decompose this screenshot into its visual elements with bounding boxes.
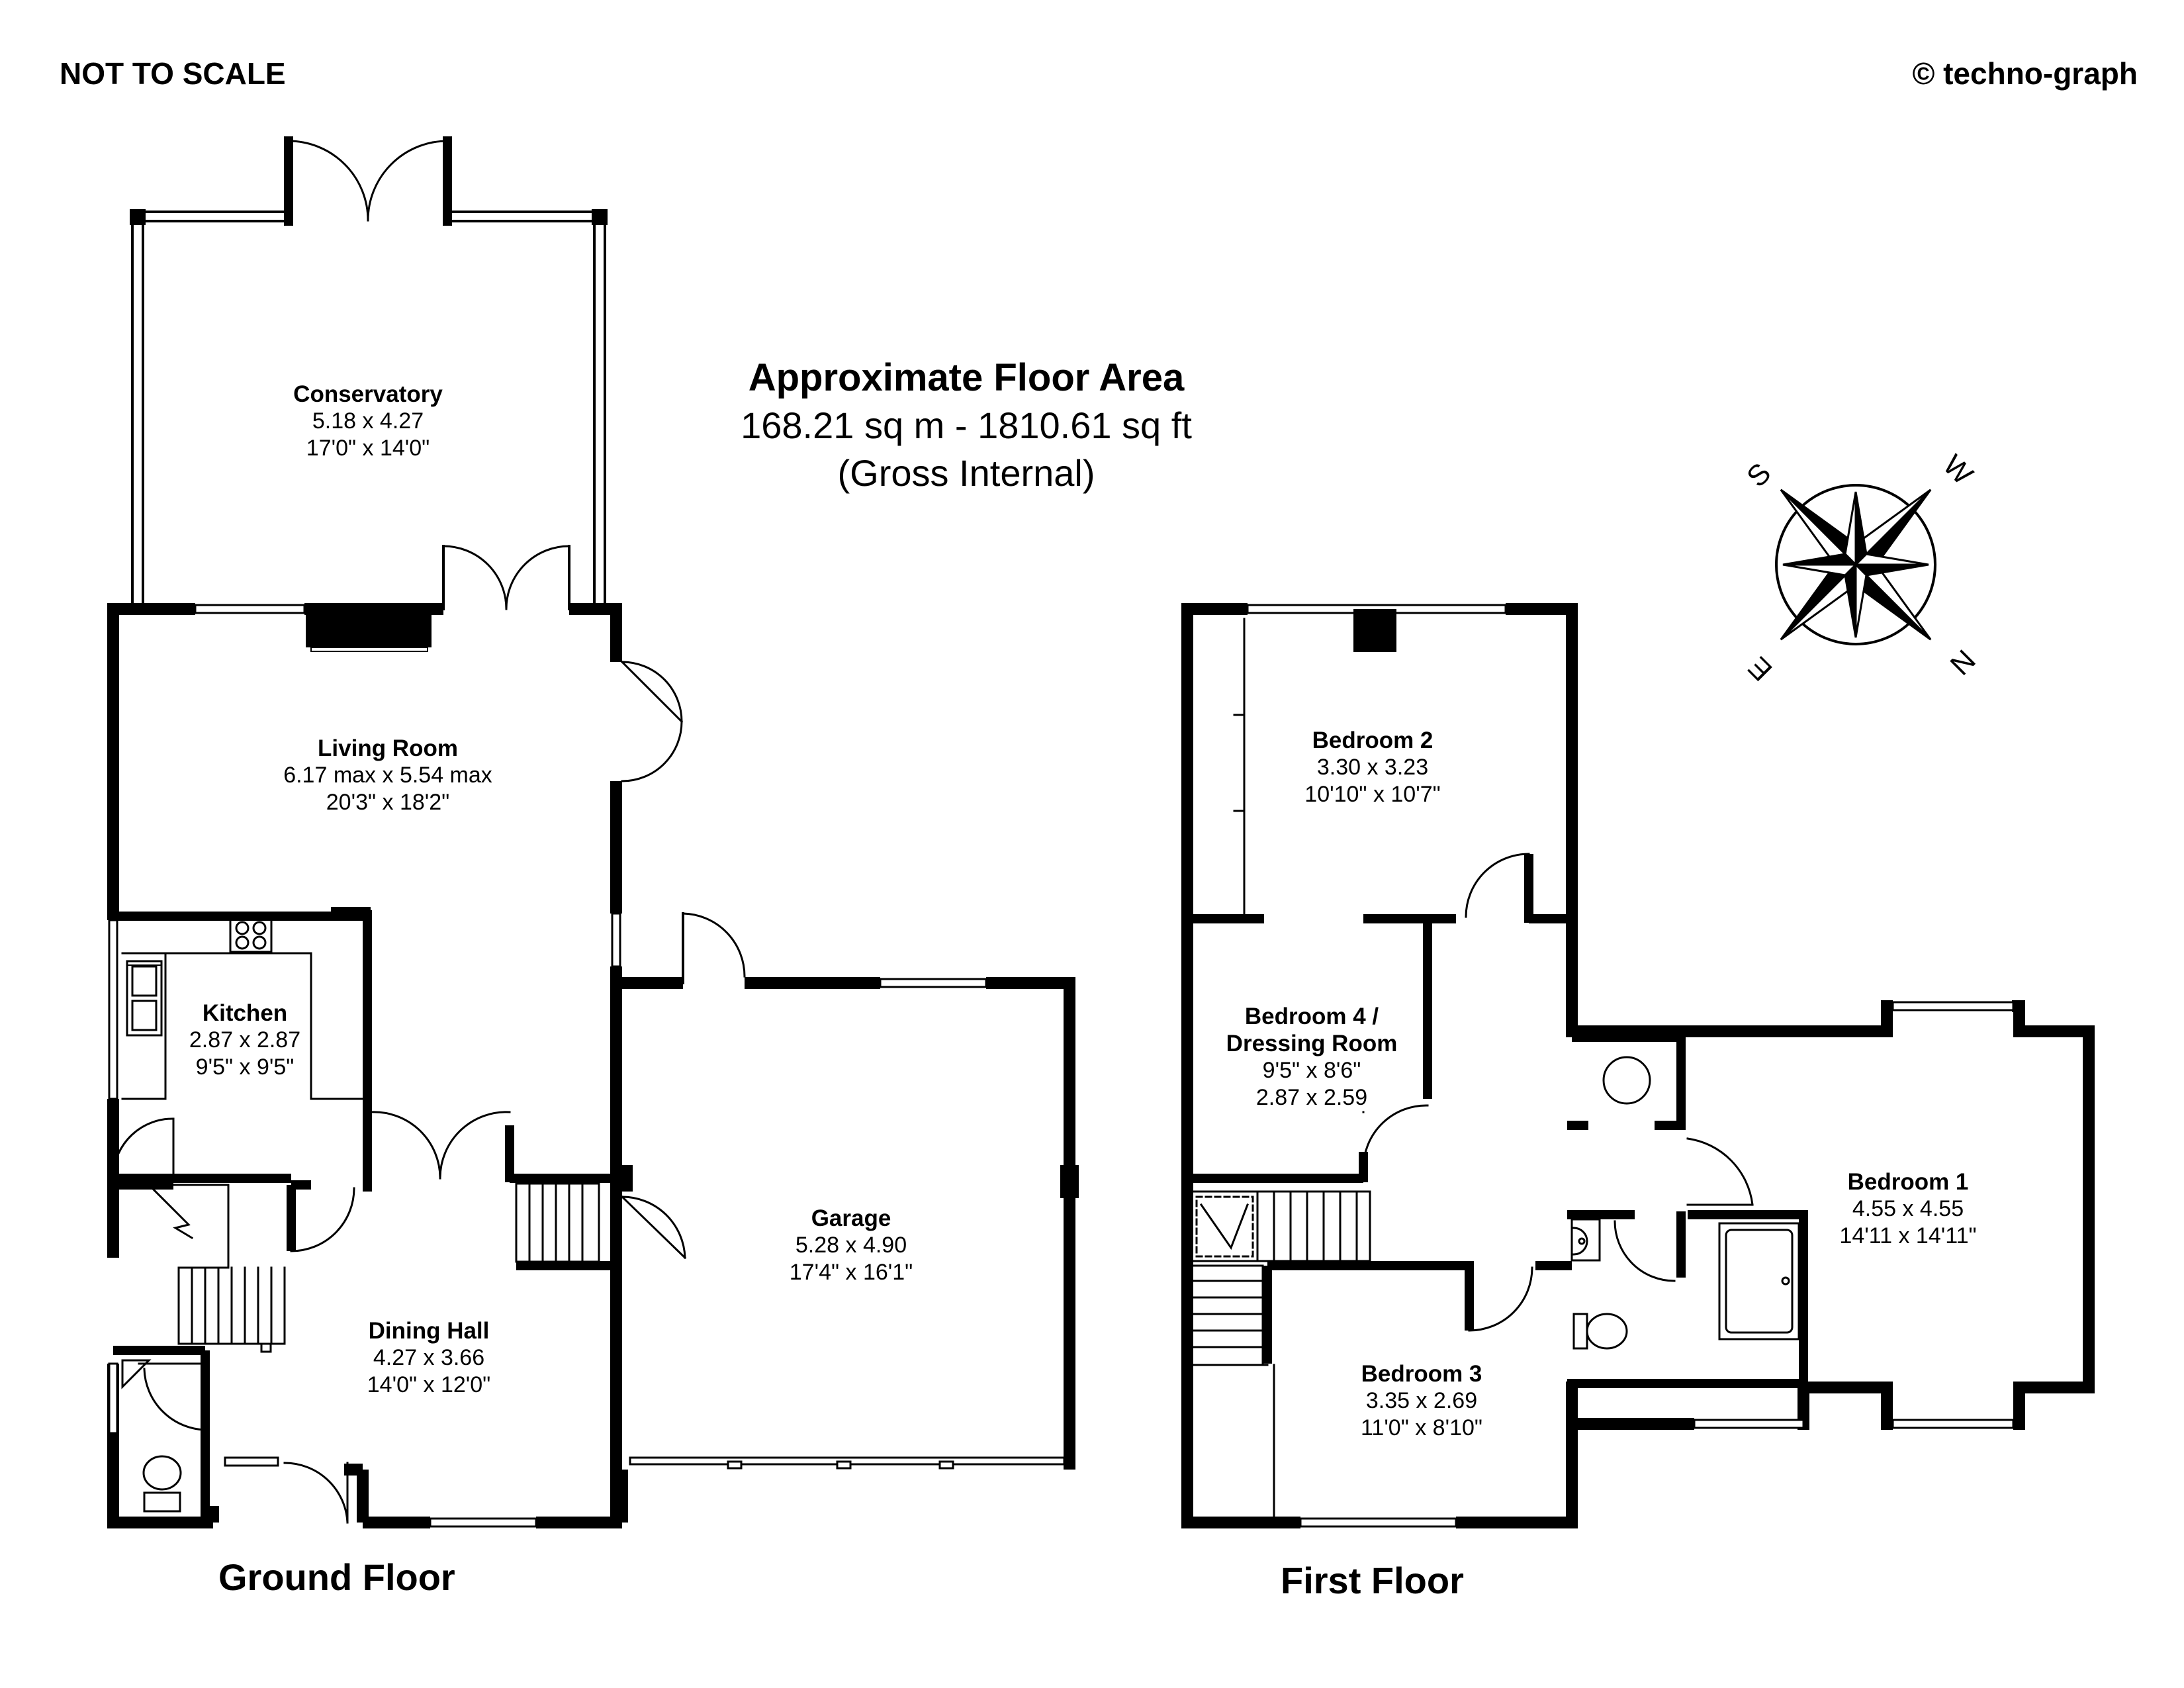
bedroom-4-door (1362, 1104, 1429, 1170)
compass-s: S (1741, 457, 1777, 493)
room-name-secondary: Dressing Room (1226, 1031, 1398, 1056)
room-imperial: 17'0" x 14'0" (306, 436, 430, 461)
kitchen-sink (126, 960, 163, 1037)
room-metric: 6.17 max x 5.54 max (283, 763, 492, 788)
compass-n: N (1944, 643, 1981, 681)
kitchen-back-door (112, 1117, 175, 1176)
room-metric: 3.30 x 3.23 (1316, 755, 1429, 780)
copyright-label: © techno-graph (1912, 56, 2138, 91)
bathroom-basin (1570, 1218, 1601, 1262)
first-floor-plan (1181, 603, 2095, 1528)
room-name: Conservatory (293, 381, 443, 407)
room-name: Living Room (318, 735, 458, 761)
ground-stairs-right (515, 1182, 600, 1263)
dining-hall-doors (369, 1111, 441, 1180)
ground-floor-label: Ground Floor (218, 1556, 455, 1598)
room-metric: 5.18 x 4.27 (312, 408, 424, 434)
bedroom-3-door (1468, 1266, 1533, 1332)
room-name: Dining Hall (368, 1318, 490, 1344)
wc-door (143, 1368, 206, 1431)
room-metric: 2.87 x 2.59 (1255, 1085, 1368, 1110)
room-name: Bedroom 1 (1847, 1169, 1969, 1195)
room-name: Bedroom 4 / (1244, 1004, 1379, 1029)
bedroom-2-chimney (1353, 609, 1396, 652)
room-imperial: 9'5" x 9'5" (195, 1055, 295, 1080)
room-garage: Garage 5.28 x 4.90 17'4" x 16'1" (790, 1205, 913, 1286)
airing-cupboard-cylinder (1602, 1056, 1651, 1105)
hall-walls (113, 1125, 622, 1523)
room-imperial: 10'10" x 10'7" (1304, 782, 1441, 807)
wc-basin (121, 1359, 152, 1389)
room-bedroom-1: Bedroom 1 4.55 x 4.55 14'11 x 14'11" (1839, 1168, 1976, 1250)
room-imperial: 14'11 x 14'11" (1839, 1223, 1977, 1248)
room-metric: 5.28 x 4.90 (795, 1233, 907, 1258)
first-floor-label: First Floor (1281, 1560, 1464, 1601)
bathroom-toilet (1572, 1313, 1628, 1350)
room-bedroom-4: Bedroom 4 / Dressing Room 9'5" x 8'6" 2.… (1226, 1003, 1398, 1111)
room-name: Bedroom 2 (1312, 727, 1433, 753)
room-conservatory: Conservatory 5.18 x 4.27 17'0" x 14'0" (293, 381, 443, 462)
ground-stairs-left (121, 1183, 286, 1353)
room-metric: 4.55 x 4.55 (1852, 1196, 1964, 1221)
floor-area-title: Approximate Floor Area (748, 356, 1185, 399)
room-imperial: 14'0" x 12'0" (367, 1372, 491, 1397)
room-imperial: 17'4" x 16'1" (789, 1260, 913, 1285)
room-living-room: Living Room 6.17 max x 5.54 max 20'3" x … (283, 735, 492, 816)
room-bedroom-3: Bedroom 3 3.35 x 2.69 11'0" x 8'10" (1361, 1360, 1482, 1442)
room-name: Bedroom 3 (1361, 1361, 1482, 1387)
kitchen-hall-door (290, 1187, 355, 1252)
room-name: Garage (811, 1205, 891, 1231)
not-to-scale-label: NOT TO SCALE (60, 56, 286, 91)
compass-e: E (1742, 651, 1778, 687)
room-bedroom-2: Bedroom 2 3.30 x 3.23 10'10" x 10'7" (1304, 727, 1440, 808)
ground-floor-windows (108, 604, 621, 1528)
bedroom-1-door (1686, 1137, 1754, 1206)
room-name: Kitchen (202, 1000, 288, 1026)
room-kitchen: Kitchen 2.87 x 2.87 9'5" x 9'5" (189, 1000, 300, 1081)
living-room-side-doors (620, 660, 684, 782)
conservatory-living-doors (442, 545, 570, 610)
room-metric: 2.87 x 2.87 (189, 1027, 301, 1053)
bedroom-2-door (1465, 853, 1530, 918)
first-floor-stairs (1190, 1190, 1371, 1524)
bathroom-door (1614, 1220, 1676, 1282)
room-metric: 4.27 x 3.66 (373, 1345, 485, 1370)
room-imperial: 9'5" x 8'6" (1262, 1058, 1361, 1083)
room-dining-hall: Dining Hall 4.27 x 3.66 14'0" x 12'0" (367, 1317, 490, 1399)
compass-w: W (1936, 449, 1979, 491)
room-metric: 3.35 x 2.69 (1365, 1388, 1478, 1413)
kitchen-hob (229, 917, 273, 953)
compass-rose (1775, 484, 1936, 645)
front-door (283, 1462, 349, 1524)
room-imperial: 11'0" x 8'10" (1361, 1415, 1482, 1440)
room-imperial: 20'3" x 18'2" (326, 790, 450, 815)
living-room-fireplace (306, 609, 432, 647)
ground-floor-plan (107, 136, 684, 1528)
garage-plan (614, 912, 1079, 1470)
ground-wc-toilet (142, 1455, 182, 1513)
kitchen-counter (121, 952, 369, 1100)
floor-area-value: 168.21 sq m - 1810.61 sq ft (741, 404, 1192, 446)
conservatory-walls (130, 136, 608, 607)
floor-area-summary: Approximate Floor Area 168.21 sq m - 181… (688, 354, 1244, 497)
bathtub (1718, 1222, 1800, 1340)
floor-area-note: (Gross Internal) (837, 452, 1095, 494)
